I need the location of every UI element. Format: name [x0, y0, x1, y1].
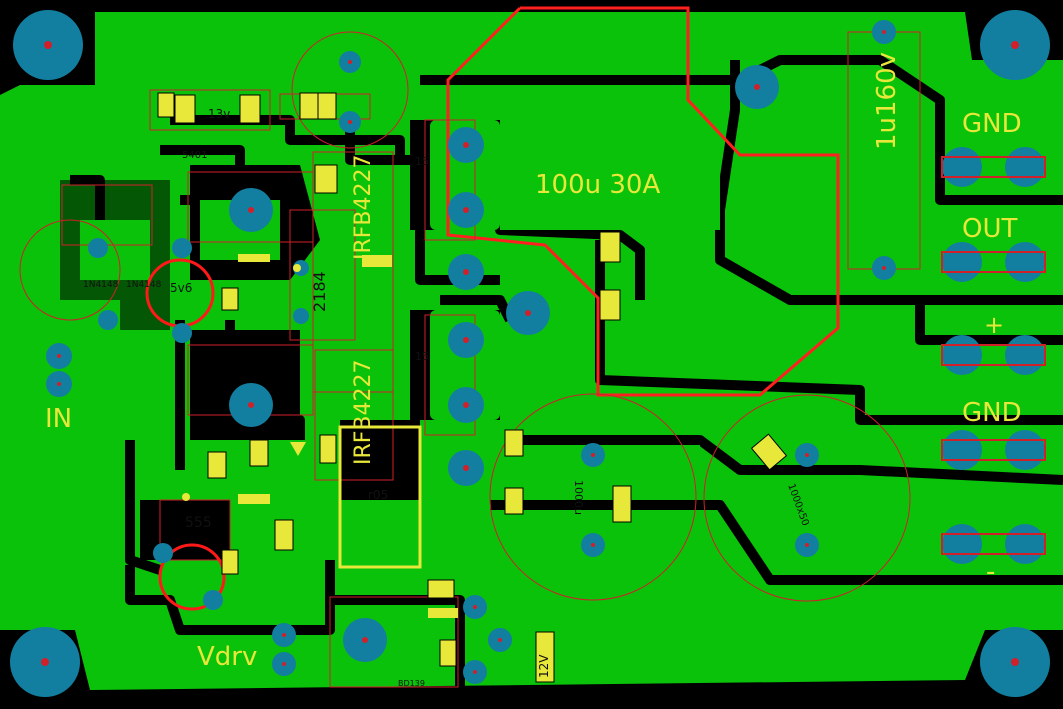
zener-12v-label: 12V [537, 654, 551, 678]
reg-5v6-label: 5v6 [170, 281, 192, 295]
ic-5401-label: 5401 [182, 150, 207, 161]
isolation-gaps [70, 55, 1063, 690]
diode-1n4148-b-label: 1N4148 [126, 280, 162, 290]
label-vdrv: Vdrv [197, 642, 257, 672]
timer-ic-label: 555 [185, 515, 212, 531]
label-gnd-mid: GND [962, 398, 1022, 428]
diode-symbol-icon [290, 442, 306, 456]
inductor-label: 100u 30A [535, 170, 660, 200]
label-plus: + [984, 311, 1004, 339]
cap-1000u-label: 1000u [572, 480, 585, 515]
label-gnd-top: GND [962, 109, 1022, 139]
transistor-bd139-label: BD139 [398, 679, 425, 688]
drill-holes [57, 30, 886, 674]
keepout-outline [446, 6, 840, 397]
label-minus: - [986, 557, 995, 587]
mosfet-bottom-label: IRFB4227 [351, 359, 376, 465]
label-out: OUT [962, 214, 1017, 244]
resistor-15-a-label: 15 [415, 155, 429, 168]
yellow-pad-strip [238, 494, 270, 504]
zener-13v-label: 13v [208, 107, 230, 121]
mounting-hole-icon [10, 10, 1050, 697]
mosfet-top-label: IRFB4227 [351, 154, 376, 260]
shunt-resistor-label: r05 [368, 488, 388, 502]
pin1-marker [182, 493, 190, 501]
connector-icon [941, 147, 1046, 564]
label-in: IN [45, 404, 72, 434]
yellow-pad-strip [362, 255, 392, 267]
pad-icon [46, 20, 896, 684]
copper-pads [60, 120, 720, 500]
smd-footprints [157, 92, 788, 683]
pin1-marker [293, 264, 301, 272]
yellow-pad-strip [238, 254, 270, 262]
shunt-resistor-outline [338, 425, 422, 569]
yellow-pad-strip [428, 608, 458, 618]
driver-ic-label: 2184 [310, 271, 329, 312]
cap-film-label: 1u160v [872, 52, 902, 150]
diode-1n4148-a-label: 1N4148 [83, 280, 119, 290]
resistor-15-b-label: 15 [415, 350, 429, 363]
